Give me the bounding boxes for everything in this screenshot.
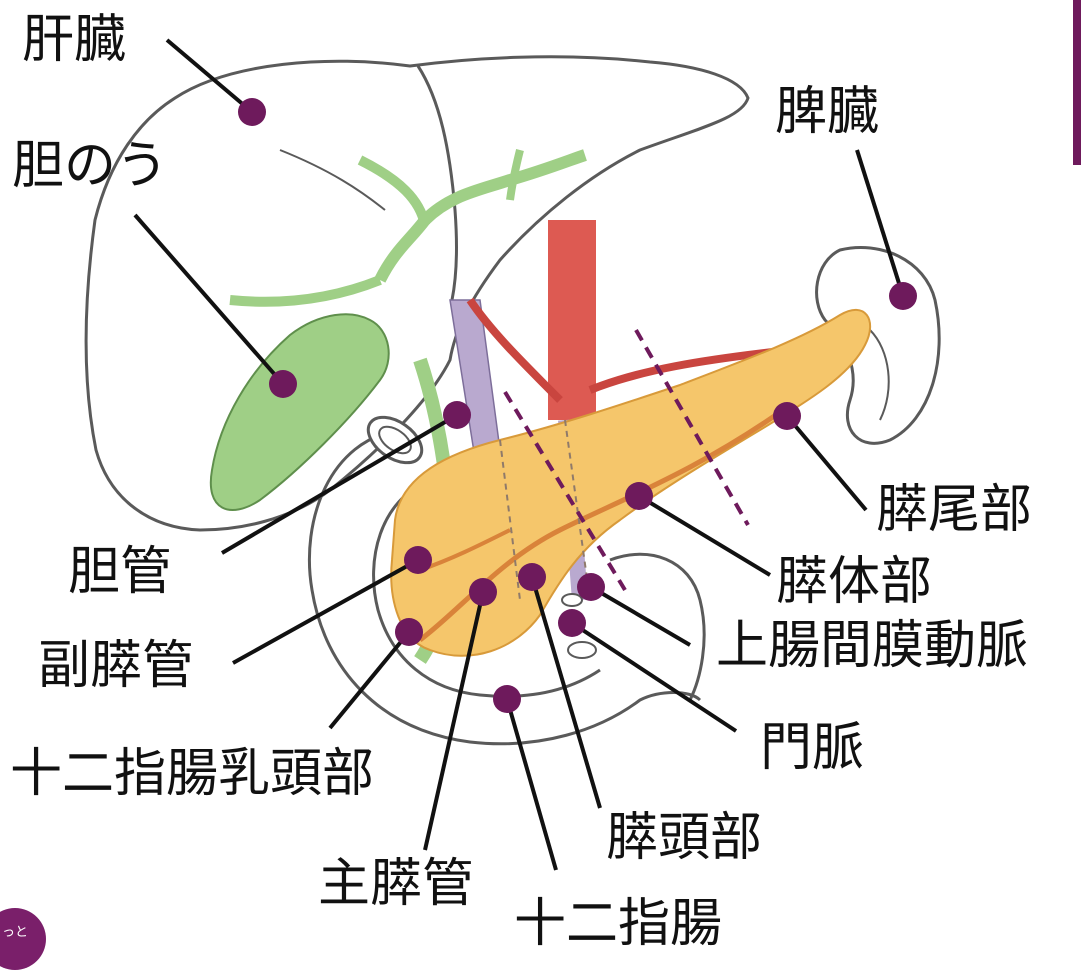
label-pancreatic-head: 膵頭部 bbox=[606, 812, 762, 864]
marker-accessory-duct bbox=[404, 546, 432, 574]
marker-pancreatic-tail bbox=[773, 402, 801, 430]
label-main-duct: 主膵管 bbox=[318, 858, 474, 910]
label-accessory-duct: 副膵管 bbox=[38, 640, 194, 692]
marker-portal-vein bbox=[558, 609, 586, 637]
label-pancreatic-body: 膵体部 bbox=[776, 556, 932, 608]
label-pancreatic-tail: 膵尾部 bbox=[876, 484, 1032, 536]
label-duodenum: 十二指腸 bbox=[514, 898, 722, 950]
marker-duodenum bbox=[493, 685, 521, 713]
label-gallbladder: 胆のう bbox=[12, 140, 168, 192]
marker-pancreatic-body bbox=[625, 482, 653, 510]
label-spleen: 脾臓 bbox=[775, 86, 879, 138]
marker-bile-duct bbox=[443, 401, 471, 429]
label-bile-duct: 胆管 bbox=[68, 546, 172, 598]
marker-spleen bbox=[889, 282, 917, 310]
side-tab[interactable] bbox=[1073, 0, 1081, 165]
label-papilla: 十二指腸乳頭部 bbox=[10, 748, 374, 800]
marker-liver bbox=[238, 98, 266, 126]
marker-papilla bbox=[395, 618, 423, 646]
label-liver: 肝臓 bbox=[22, 14, 126, 66]
marker-pancreatic-head bbox=[518, 563, 546, 591]
marker-sma bbox=[577, 573, 605, 601]
marker-main-duct bbox=[469, 578, 497, 606]
marker-gallbladder bbox=[269, 370, 297, 398]
label-sma: 上腸間膜動脈 bbox=[716, 620, 1028, 672]
label-portal-vein: 門脈 bbox=[760, 722, 864, 774]
